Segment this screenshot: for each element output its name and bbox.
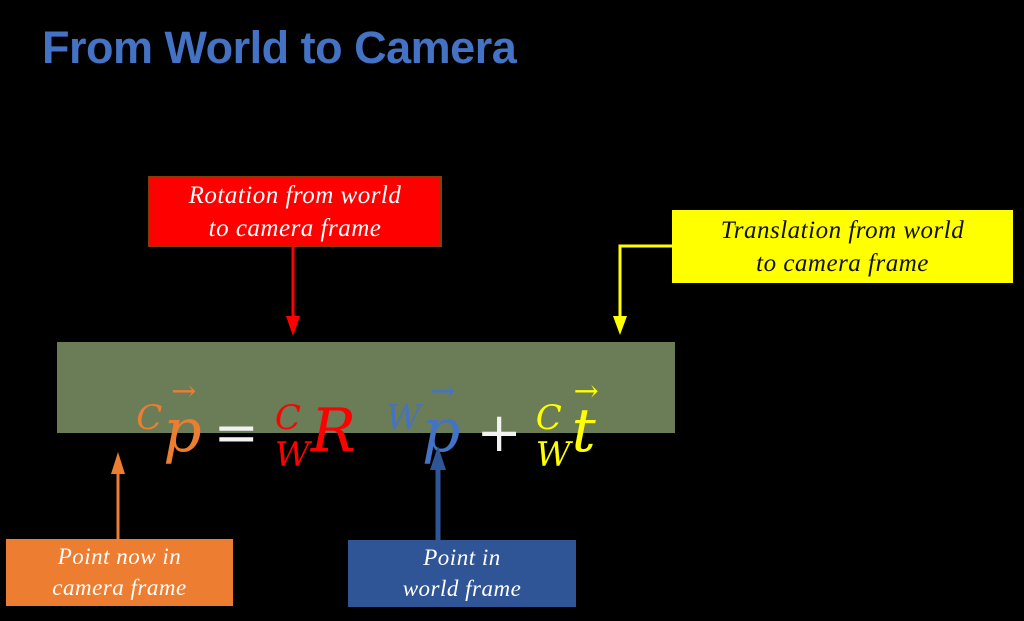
plus-sign: + <box>476 401 522 464</box>
vector-arrow-icon: → <box>573 374 599 409</box>
callout-line: Translation from world <box>720 216 965 244</box>
vector-arrow-icon: → <box>171 374 197 409</box>
callout-line: Rotation from world <box>188 181 402 209</box>
camera-point-arrow <box>111 452 125 540</box>
callout-line: camera frame <box>52 574 187 600</box>
world-point-arrow <box>430 446 446 541</box>
symbol-p-world: p <box>422 396 461 466</box>
vector-arrow-icon: → <box>430 374 456 409</box>
world-point-callout: Point in world frame <box>348 540 576 607</box>
pre-subscript: W <box>535 435 571 476</box>
pre-superscript: C <box>136 398 163 438</box>
camera-point-callout: Point now in camera frame <box>6 539 233 606</box>
eq-term-rotation: C W R <box>274 396 357 497</box>
rotation-callout: Rotation from world to camera frame <box>148 176 442 247</box>
translation-callout: Translation from world to camera frame <box>672 210 1013 283</box>
pre-superscript: C <box>274 398 301 438</box>
symbol-p-camera: p <box>163 396 202 466</box>
pre-script-stack: C W <box>274 398 310 476</box>
translation-elbow-arrow <box>613 244 672 335</box>
rotation-arrow <box>286 246 300 336</box>
callout-line: Point in <box>423 545 501 571</box>
symbol-t: t <box>571 396 596 466</box>
pre-superscript: W <box>386 398 422 438</box>
pre-subscript: W <box>274 435 310 476</box>
callout-line: to camera frame <box>208 214 382 242</box>
eq-term-world-point: W → p <box>386 377 460 462</box>
callout-line: to camera frame <box>756 249 929 277</box>
slide-title: From World to Camera <box>42 22 517 73</box>
symbol-R: R <box>310 396 357 466</box>
callout-line: world frame <box>402 575 522 601</box>
equation-box: C → p = C W R W → p <box>57 342 675 474</box>
eq-term-camera-point: C → p <box>136 377 201 462</box>
equals-sign: = <box>213 401 259 464</box>
pre-script-stack: C W <box>535 398 571 476</box>
equation: C → p = C W R W → p <box>136 377 599 497</box>
callout-line: Point now in <box>57 544 182 570</box>
pre-superscript: C <box>535 398 562 438</box>
eq-term-translation: C W → t <box>535 377 599 497</box>
